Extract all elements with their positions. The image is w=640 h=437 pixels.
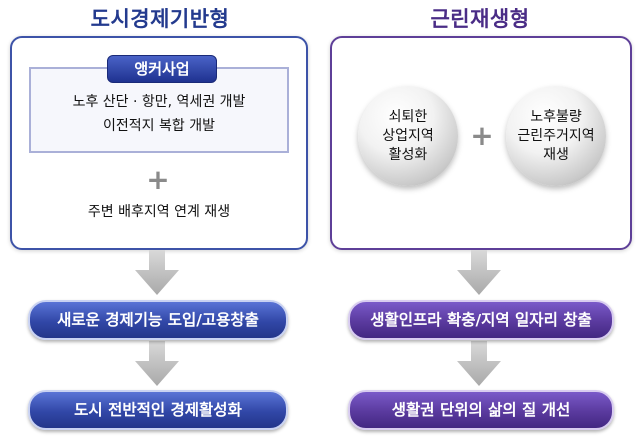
anchor-project-box: 앵커사업 노후 산단 · 항만, 역세권 개발 이전적지 복합 개발 bbox=[29, 55, 289, 153]
down-arrow-icon bbox=[457, 341, 501, 386]
surrounding-area-note: 주변 배후지역 연계 재생 bbox=[87, 204, 231, 220]
anchor-line-2: 이전적지 복합 개발 bbox=[103, 118, 215, 134]
right-result-1: 생활인프라 확충/지역 일자리 창출 bbox=[348, 300, 614, 340]
residential-regeneration-sphere: 노후불량 근린주거지역 재생 bbox=[506, 86, 606, 186]
left-result-1: 새로운 경제기능 도입/고용창출 bbox=[28, 300, 288, 340]
anchor-line-1: 노후 산단 · 항만, 역세권 개발 bbox=[72, 94, 246, 110]
anchor-project-label: 앵커사업 bbox=[107, 55, 217, 83]
right-column-title: 근린재생형 bbox=[430, 7, 530, 31]
sphere2-line-1: 노후불량 bbox=[530, 108, 582, 125]
urban-economic-panel: 앵커사업 노후 산단 · 항만, 역세권 개발 이전적지 복합 개발 + 주변 … bbox=[10, 36, 308, 250]
down-arrow-icon bbox=[457, 250, 501, 295]
sphere2-line-3: 재생 bbox=[543, 146, 569, 163]
sphere1-line-1: 쇠퇴한 bbox=[388, 108, 428, 125]
sphere1-line-2: 상업지역 bbox=[382, 127, 434, 144]
neighborhood-regeneration-panel: 쇠퇴한 상업지역 활성화 + 노후불량 근린주거지역 재생 bbox=[330, 36, 632, 250]
left-column-title: 도시경제기반형 bbox=[90, 7, 230, 31]
down-arrow-icon bbox=[135, 250, 179, 295]
left-result-2: 도시 전반적인 경제활성화 bbox=[28, 390, 288, 430]
commercial-revitalization-sphere: 쇠퇴한 상업지역 활성화 bbox=[358, 86, 458, 186]
right-result-2: 생활권 단위의 삶의 질 개선 bbox=[348, 390, 614, 430]
sphere1-line-3: 활성화 bbox=[388, 146, 428, 163]
sphere2-line-2: 근린주거지역 bbox=[517, 127, 595, 144]
plus-icon: + bbox=[470, 119, 494, 152]
plus-icon: + bbox=[146, 163, 170, 196]
down-arrow-icon bbox=[135, 341, 179, 386]
